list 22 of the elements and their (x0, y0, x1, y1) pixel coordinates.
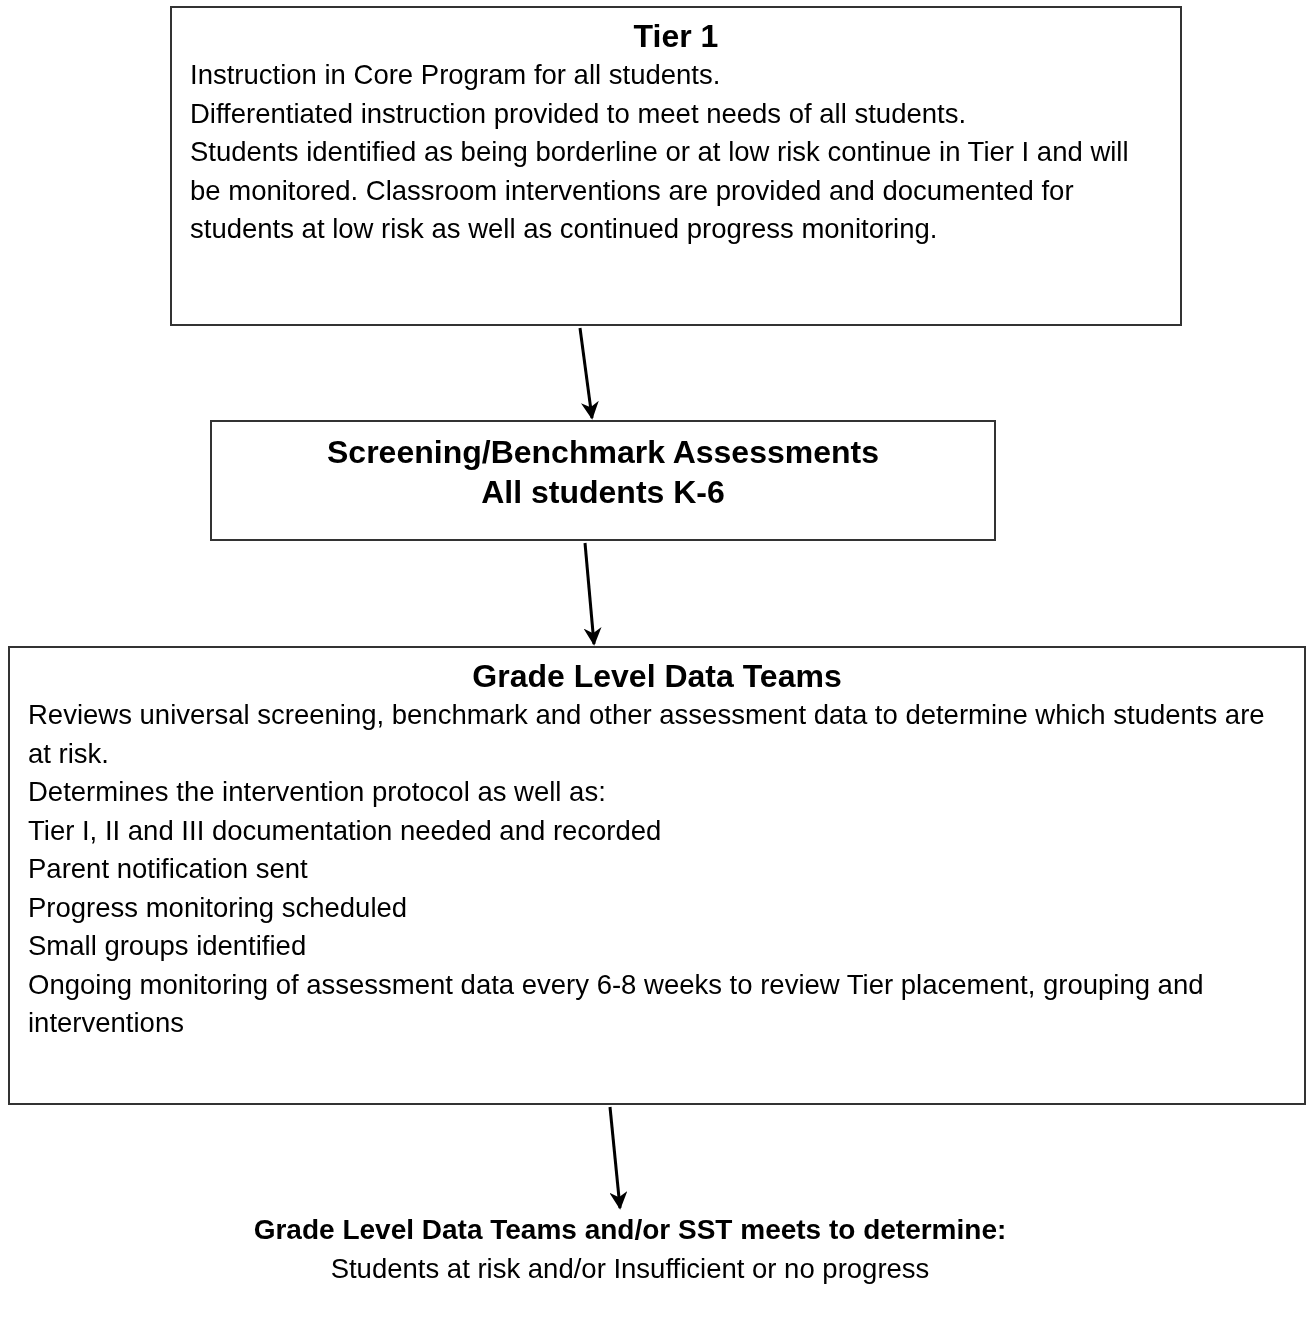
box-text: Differentiated instruction provided to meet needs of all students. (190, 96, 968, 131)
box-text: Instruction in Core Program for all students. (190, 58, 722, 92)
box-text: Tier I, II and III documentation needed and recorded (28, 813, 663, 848)
box-heading: All students K-6 (480, 473, 726, 512)
process-box (210, 420, 996, 541)
box-heading: Grade Level Data Teams (471, 657, 843, 696)
box-text: Parent notification sent (28, 852, 309, 886)
box-text: Students at risk and/or Insufficient or no progress (329, 1252, 931, 1286)
process-box (8, 646, 1306, 1105)
box-text: Determines the intervention protocol as well as: (28, 775, 607, 809)
box-text: Students identified as being borderline or at low risk continue in Tier I and will be monitored. Classroom interventions are provided and documented for students at low risk as well as continued progress monitoring. (190, 135, 1130, 246)
box-text: Ongoing monitoring of assessment data every 6-8 weeks to review Tier placement, grouping and interventions (28, 967, 1205, 1040)
box-text: Small groups identified (28, 929, 308, 963)
arrow (583, 542, 602, 646)
box-heading: Screening/Benchmark Assessments (326, 433, 880, 472)
box-text: Progress monitoring scheduled (28, 890, 409, 925)
box-heading: Grade Level Data Teams and/or SST meets to determine: (252, 1213, 1008, 1247)
arrow (578, 327, 599, 420)
box-heading: Tier 1 (632, 17, 720, 56)
arrow (608, 1106, 628, 1210)
box-text: Reviews universal screening, benchmark and other assessment data to determine which students are at risk. (28, 698, 1266, 771)
process-box (170, 6, 1182, 326)
